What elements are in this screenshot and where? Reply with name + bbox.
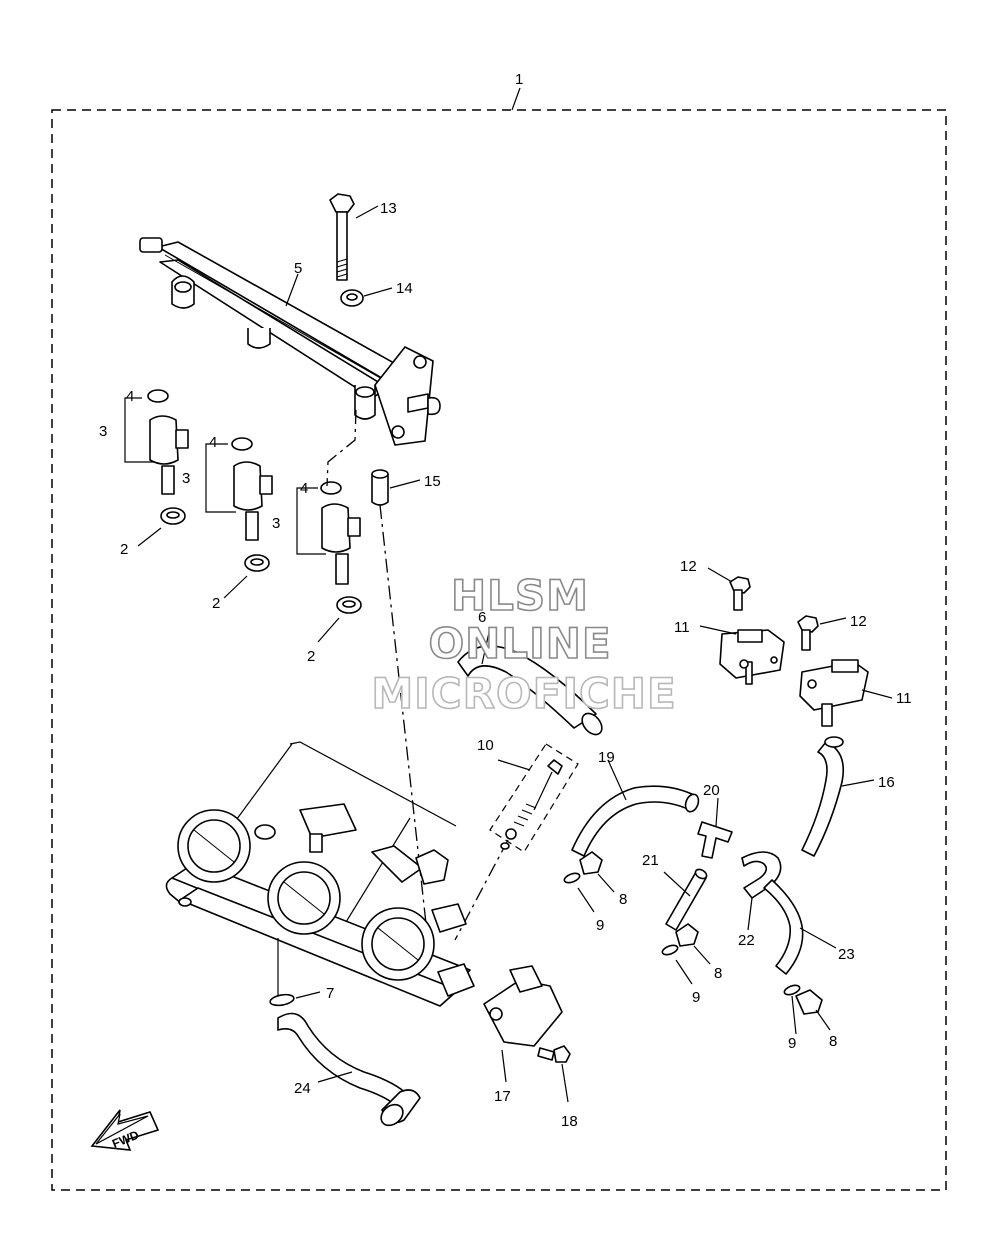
callout-7: 7 xyxy=(326,985,334,1002)
callout-2a: 2 xyxy=(120,541,128,558)
callout-14: 14 xyxy=(396,280,413,297)
callout-1: 1 xyxy=(515,71,523,88)
spacer-15 xyxy=(371,469,421,506)
callout-9a: 9 xyxy=(596,917,604,934)
callout-20: 20 xyxy=(703,782,720,799)
clamp-9-c xyxy=(783,984,801,1035)
cap-8-b xyxy=(675,923,711,965)
callout-5: 5 xyxy=(294,260,302,277)
fuel-rail xyxy=(139,237,441,446)
hose-22 xyxy=(741,851,782,931)
callout-23: 23 xyxy=(838,946,855,963)
bolt-12-right xyxy=(797,615,847,651)
callout-6: 6 xyxy=(478,609,486,626)
hose-19 xyxy=(571,759,700,857)
washer-14 xyxy=(340,287,393,307)
screw-18 xyxy=(537,1045,571,1103)
watermark-line-3: MICROFICHE xyxy=(371,669,676,718)
callout-24: 24 xyxy=(294,1080,311,1097)
hose-23 xyxy=(763,879,837,975)
callout-15: 15 xyxy=(424,473,441,490)
callout-21: 21 xyxy=(642,852,659,869)
callout-12a: 12 xyxy=(680,558,697,575)
fwd-arrow-icon: FWD xyxy=(90,1109,160,1151)
hose-21 xyxy=(663,868,708,931)
clamp-9-a xyxy=(563,872,595,913)
callout-11a: 11 xyxy=(674,619,690,636)
callout-3c: 3 xyxy=(272,515,280,532)
callout-11b: 11 xyxy=(896,690,912,707)
callout-4b: 4 xyxy=(209,434,217,451)
callout-12b: 12 xyxy=(850,613,867,630)
callout-4c: 4 xyxy=(300,480,308,497)
callout-8c: 8 xyxy=(829,1033,837,1050)
callout-10: 10 xyxy=(477,737,494,754)
hose-16 xyxy=(801,736,875,857)
callout-19: 19 xyxy=(598,749,615,766)
callout-9b: 9 xyxy=(692,989,700,1006)
injector-set-3 xyxy=(296,481,362,643)
cap-8-c xyxy=(795,989,831,1031)
joint-20 xyxy=(697,797,733,859)
throttle-body xyxy=(165,741,475,1007)
cap-8-a xyxy=(579,851,615,893)
clamp-9-b xyxy=(661,944,693,985)
bolt-13 xyxy=(329,193,379,281)
injector-set-1 xyxy=(124,389,189,547)
hose-24 xyxy=(277,1012,421,1127)
callout-13: 13 xyxy=(380,200,397,217)
callout-3a: 3 xyxy=(99,423,107,440)
callout-17: 17 xyxy=(494,1088,511,1105)
hose-6 xyxy=(457,627,603,736)
sensor-17 xyxy=(483,965,563,1083)
callout-16: 16 xyxy=(878,774,895,791)
callout-2b: 2 xyxy=(212,595,220,612)
bolt-12-left xyxy=(707,567,751,611)
watermark-line-1: HLSM xyxy=(451,571,589,620)
callout-22: 22 xyxy=(738,932,755,949)
screw-set-10 xyxy=(489,743,579,853)
callout-4a: 4 xyxy=(126,388,134,405)
callout-9c: 9 xyxy=(788,1035,796,1052)
watermark-line-2: ONLINE xyxy=(428,619,611,668)
clamp-7 xyxy=(269,938,321,1007)
callout-2c: 2 xyxy=(307,648,315,665)
callout-18: 18 xyxy=(561,1113,578,1130)
injector-set-2 xyxy=(205,437,273,599)
callout-8a: 8 xyxy=(619,891,627,908)
sensor-11-right xyxy=(799,659,893,727)
sensor-11-left xyxy=(699,625,785,685)
callout-3b: 3 xyxy=(182,470,190,487)
callout-8b: 8 xyxy=(714,965,722,982)
assembly-boundary xyxy=(51,109,947,1191)
